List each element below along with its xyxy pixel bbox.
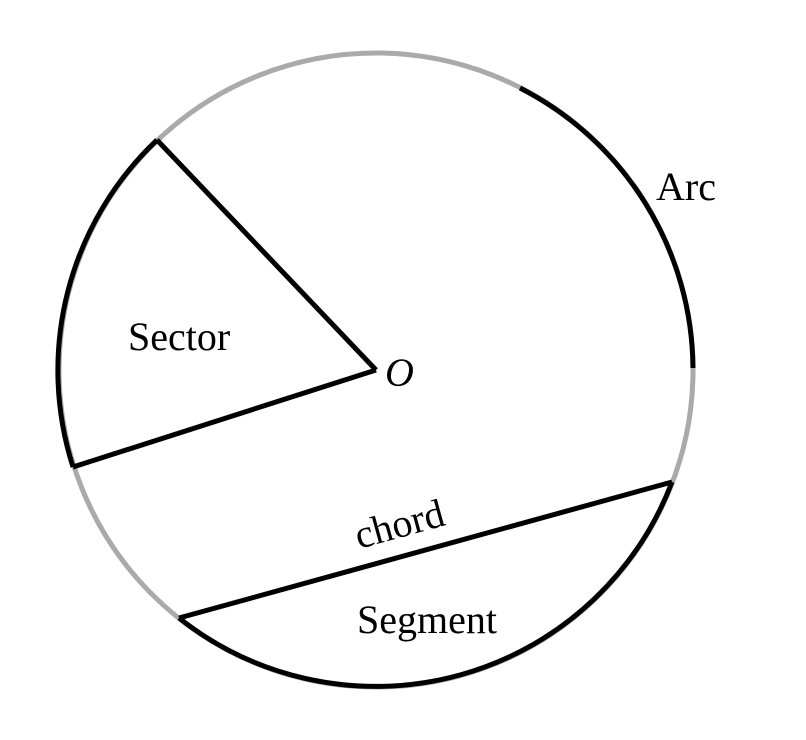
sector-arc	[55, 138, 159, 468]
chord-line	[178, 479, 673, 621]
sector-radius-lower	[72, 367, 377, 470]
arc-label: Arc	[656, 164, 716, 209]
sector-radius-upper	[155, 138, 378, 372]
segment-arc	[177, 481, 675, 689]
arc-highlight	[518, 85, 696, 369]
segment-label: Segment	[357, 597, 497, 642]
center-label: O	[385, 350, 414, 395]
sector-label: Sector	[128, 314, 230, 359]
